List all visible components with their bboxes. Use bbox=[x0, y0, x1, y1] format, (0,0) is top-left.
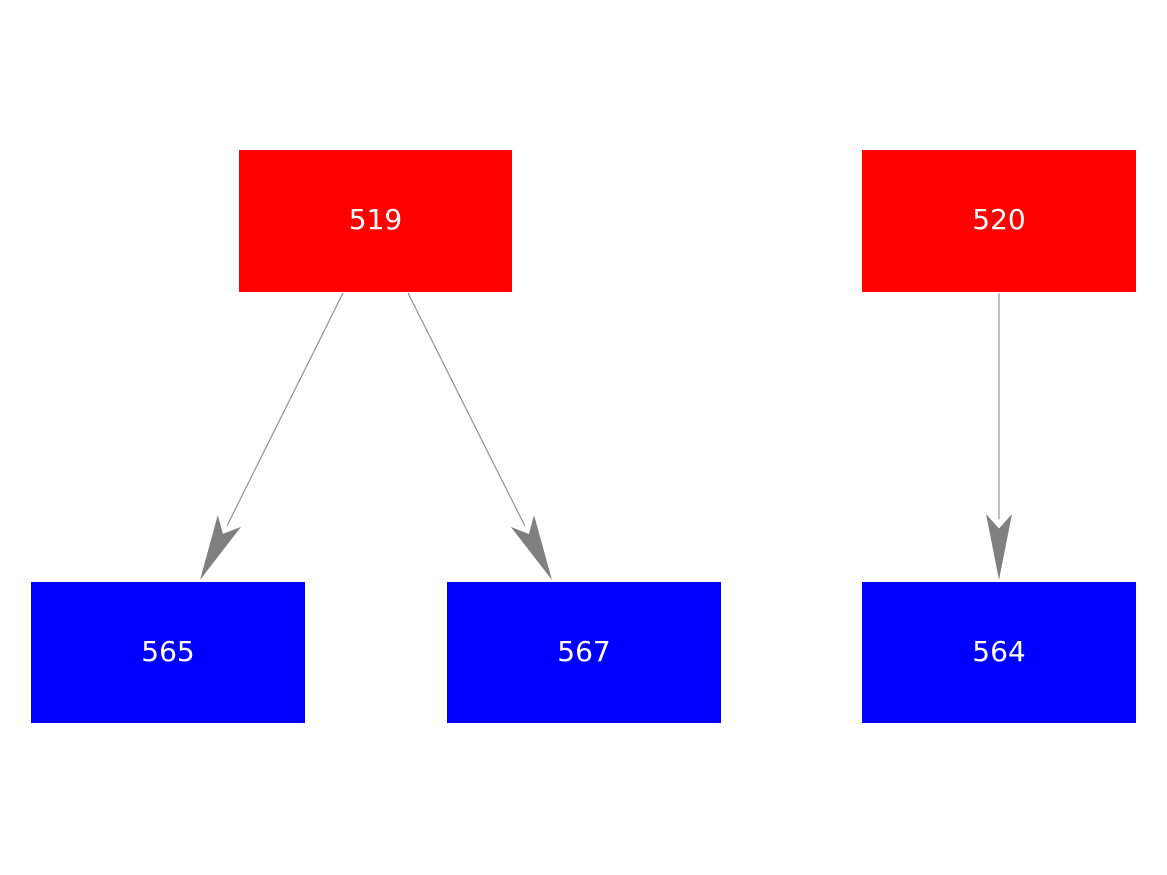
edge-arrowhead-519-565 bbox=[200, 515, 242, 580]
node-520-label: 520 bbox=[972, 203, 1026, 236]
node-567-label: 567 bbox=[557, 634, 611, 668]
edge-arrowhead-520-564 bbox=[986, 514, 1012, 580]
edge-line-519-565 bbox=[226, 292, 344, 526]
edge-line-519-567 bbox=[407, 292, 526, 526]
node-519-label: 519 bbox=[348, 203, 403, 236]
node-564[interactable]: 564 bbox=[862, 582, 1136, 723]
edges-group bbox=[200, 292, 1012, 580]
edge-arrowhead-519-567 bbox=[510, 515, 552, 580]
node-520[interactable]: 520 bbox=[862, 150, 1136, 292]
node-567[interactable]: 567 bbox=[447, 582, 721, 723]
node-519[interactable]: 519 bbox=[239, 150, 512, 292]
node-564-label: 564 bbox=[972, 634, 1026, 668]
node-565[interactable]: 565 bbox=[31, 582, 305, 723]
node-565-label: 565 bbox=[141, 634, 195, 668]
